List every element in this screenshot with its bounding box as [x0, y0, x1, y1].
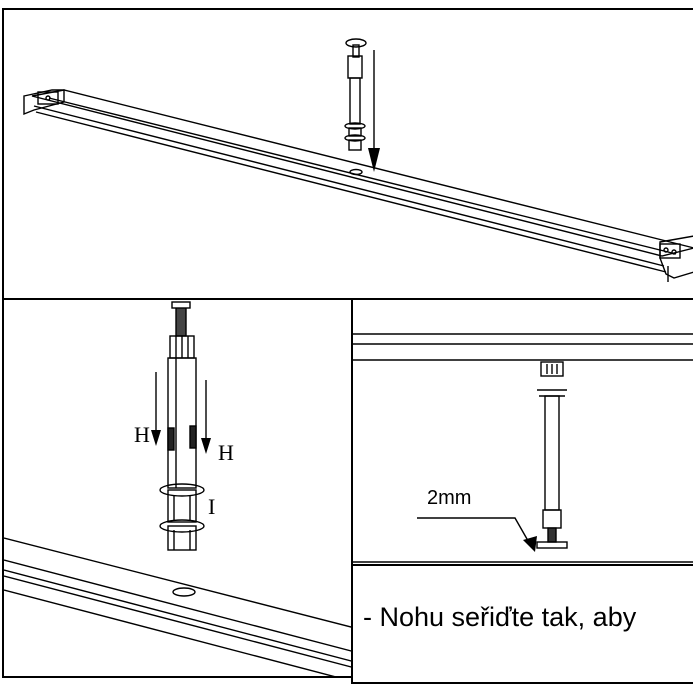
beam-right-hole-1 [663, 247, 669, 253]
leg-top-block [540, 361, 564, 377]
rod-cap [171, 301, 191, 309]
leg-adjustment-drawing: 2mm [353, 333, 693, 563]
panel-leg-closeup: H H I [2, 298, 353, 678]
label-h-left: H [134, 422, 150, 447]
screw-left [167, 427, 175, 451]
instruction-caption: - Nohu seřiďte tak, aby [363, 602, 637, 632]
beam-overview-drawing [23, 38, 693, 282]
beam-center-hole [349, 168, 363, 176]
beam-right-plate [659, 243, 681, 259]
leg-lower-block [542, 509, 562, 529]
label-i: I [208, 494, 215, 519]
insert-arrow-head [368, 148, 380, 172]
leg-foot-pad [536, 541, 568, 549]
beam-line-5 [4, 589, 335, 676]
beam-line-1 [4, 537, 351, 628]
leg-foot-1 [348, 127, 362, 137]
beam-line-4 [4, 575, 351, 668]
label-gap: 2mm [427, 487, 471, 509]
leg-closeup-drawing: H H I [4, 301, 351, 676]
beam-right-bracket [659, 235, 693, 279]
beam-line-2 [4, 559, 351, 652]
label-h-right: H [218, 440, 234, 465]
panel-leg-adjustment: 2mm [351, 298, 693, 566]
beam-left-hole [45, 95, 51, 101]
beam-left-plate [37, 91, 59, 105]
arrow-h-right-head [201, 438, 211, 454]
ring-i-lower [159, 519, 205, 533]
leg-foot-2 [348, 139, 362, 151]
beam-edge-1 [33, 105, 665, 267]
gap-pointer [417, 517, 532, 547]
beam-inner-line [48, 97, 677, 255]
arrow-h-left-head [151, 430, 161, 446]
ring-i-body [167, 489, 197, 523]
beam-right-hole-2 [671, 249, 677, 255]
beam-edge-2 [35, 111, 667, 273]
panel-beam-overview [2, 8, 693, 300]
gap-arrow-head [523, 536, 537, 552]
leg-thread [547, 527, 557, 543]
leg-upper-body [347, 55, 363, 79]
threaded-rod [175, 305, 187, 337]
leg-tube [349, 77, 361, 125]
ring-i-upper [159, 483, 205, 497]
beam-left-bracket [23, 89, 65, 116]
leg-top-cap [345, 38, 367, 48]
leg-ring-2 [344, 134, 366, 142]
screw-right [189, 425, 197, 449]
beam-hole-closeup [172, 587, 196, 597]
leg-main-tube [167, 357, 197, 489]
panel-caption: - Nohu seřiďte tak, aby [351, 564, 693, 684]
leg-top-stem [352, 44, 360, 58]
leg-shaft [544, 395, 560, 511]
beam-line-3 [4, 569, 351, 662]
foot-base [167, 525, 197, 551]
leg-ring-1 [344, 122, 366, 130]
